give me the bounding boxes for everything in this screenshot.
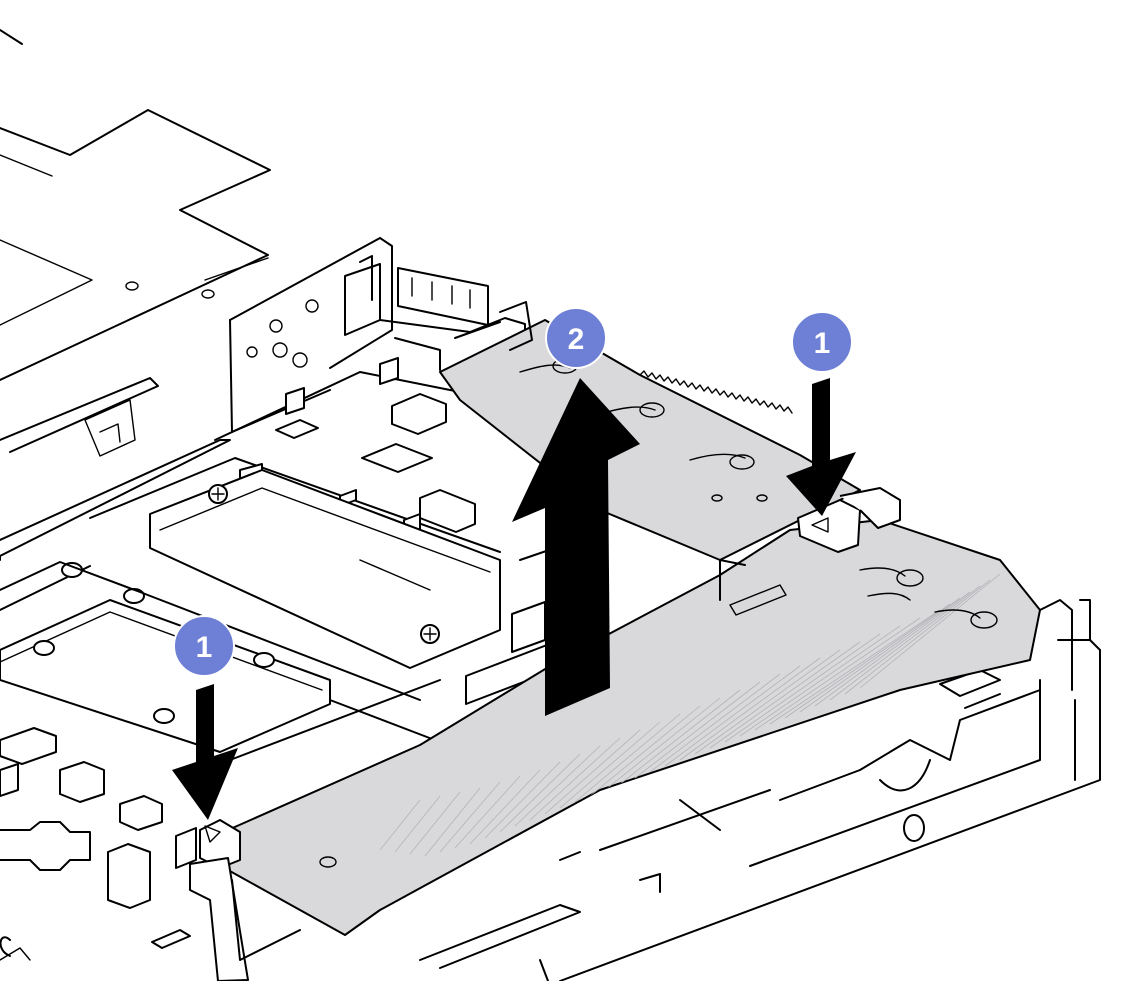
riser-assembly xyxy=(189,301,1041,981)
chassis-left xyxy=(0,29,271,561)
chassis-right xyxy=(419,599,1101,981)
callout-lift-riser: 2 xyxy=(545,307,607,369)
right-latch xyxy=(797,487,901,553)
callout-label: 1 xyxy=(814,327,831,360)
callout-badge xyxy=(173,615,235,677)
callout-lower-latch: 1 xyxy=(173,615,235,677)
callout-label: 2 xyxy=(568,323,585,356)
callout-badge xyxy=(545,307,607,369)
callout-label: 1 xyxy=(196,631,213,664)
screw xyxy=(420,624,440,644)
arrow-lift-riser-assembly xyxy=(512,378,640,716)
arrow-press-left-latch xyxy=(172,684,238,820)
left-latch xyxy=(189,819,301,981)
screw xyxy=(208,484,228,504)
callout-badge xyxy=(791,311,853,373)
callout-upper-latch: 1 xyxy=(791,311,853,373)
arrow-press-right-latch xyxy=(786,378,856,516)
riser-hatching xyxy=(379,573,1001,857)
riser-slots-lower xyxy=(859,567,998,629)
system-board xyxy=(0,237,591,961)
